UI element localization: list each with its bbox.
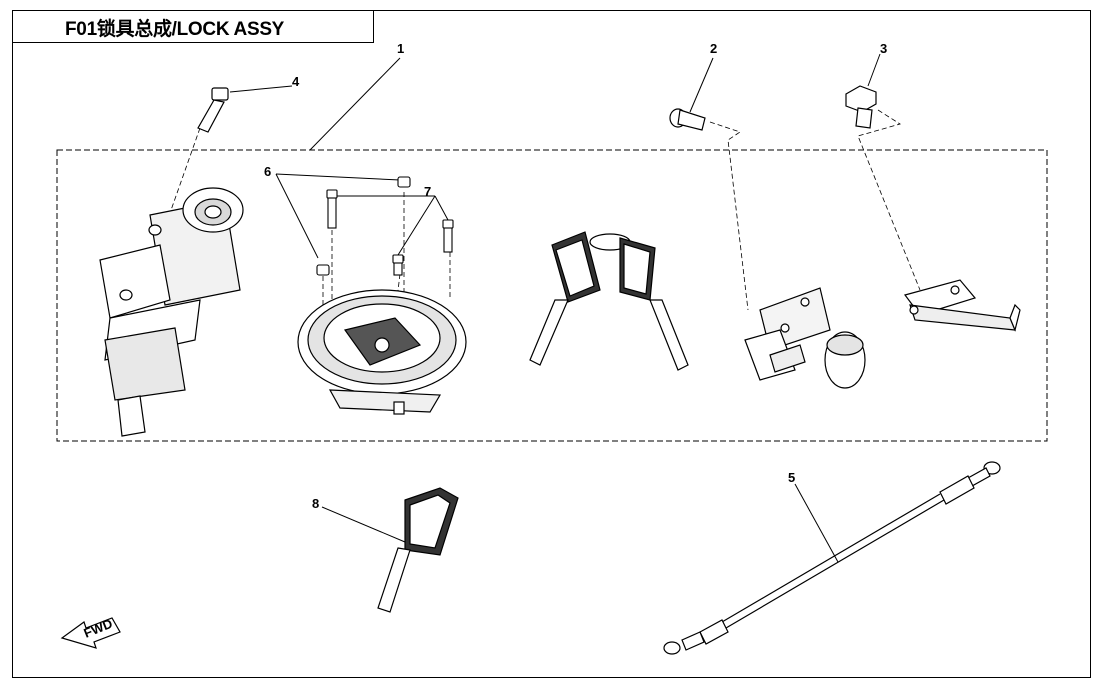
part-6-7-screws	[316, 176, 454, 276]
callout-5: 5	[788, 470, 795, 485]
title-box	[12, 10, 374, 43]
ignition-switch	[99, 187, 244, 437]
callout-4: 4	[292, 74, 300, 89]
fuel-cap	[297, 289, 467, 415]
part-2-screw	[669, 108, 706, 131]
assembly-boundary	[56, 149, 1048, 442]
callout-1: 1	[397, 41, 404, 56]
callout-3: 3	[880, 41, 887, 56]
part-5-cable	[663, 461, 1001, 655]
key-bracket	[744, 287, 866, 389]
small-bracket	[903, 279, 1021, 332]
fwd-arrow-icon	[60, 617, 121, 649]
callout-6: 6	[264, 164, 271, 179]
callout-2: 2	[710, 41, 717, 56]
part-4-screw	[197, 87, 229, 133]
callout-8: 8	[312, 496, 319, 511]
callout-7: 7	[424, 184, 431, 199]
page-title: F01锁具总成/LOCK ASSY	[65, 19, 285, 40]
key-pair	[529, 231, 689, 371]
leader-lines	[229, 53, 881, 563]
part-8-spare-key	[377, 487, 459, 613]
drawing-frame	[12, 10, 1091, 678]
part-3-screw	[845, 85, 877, 129]
